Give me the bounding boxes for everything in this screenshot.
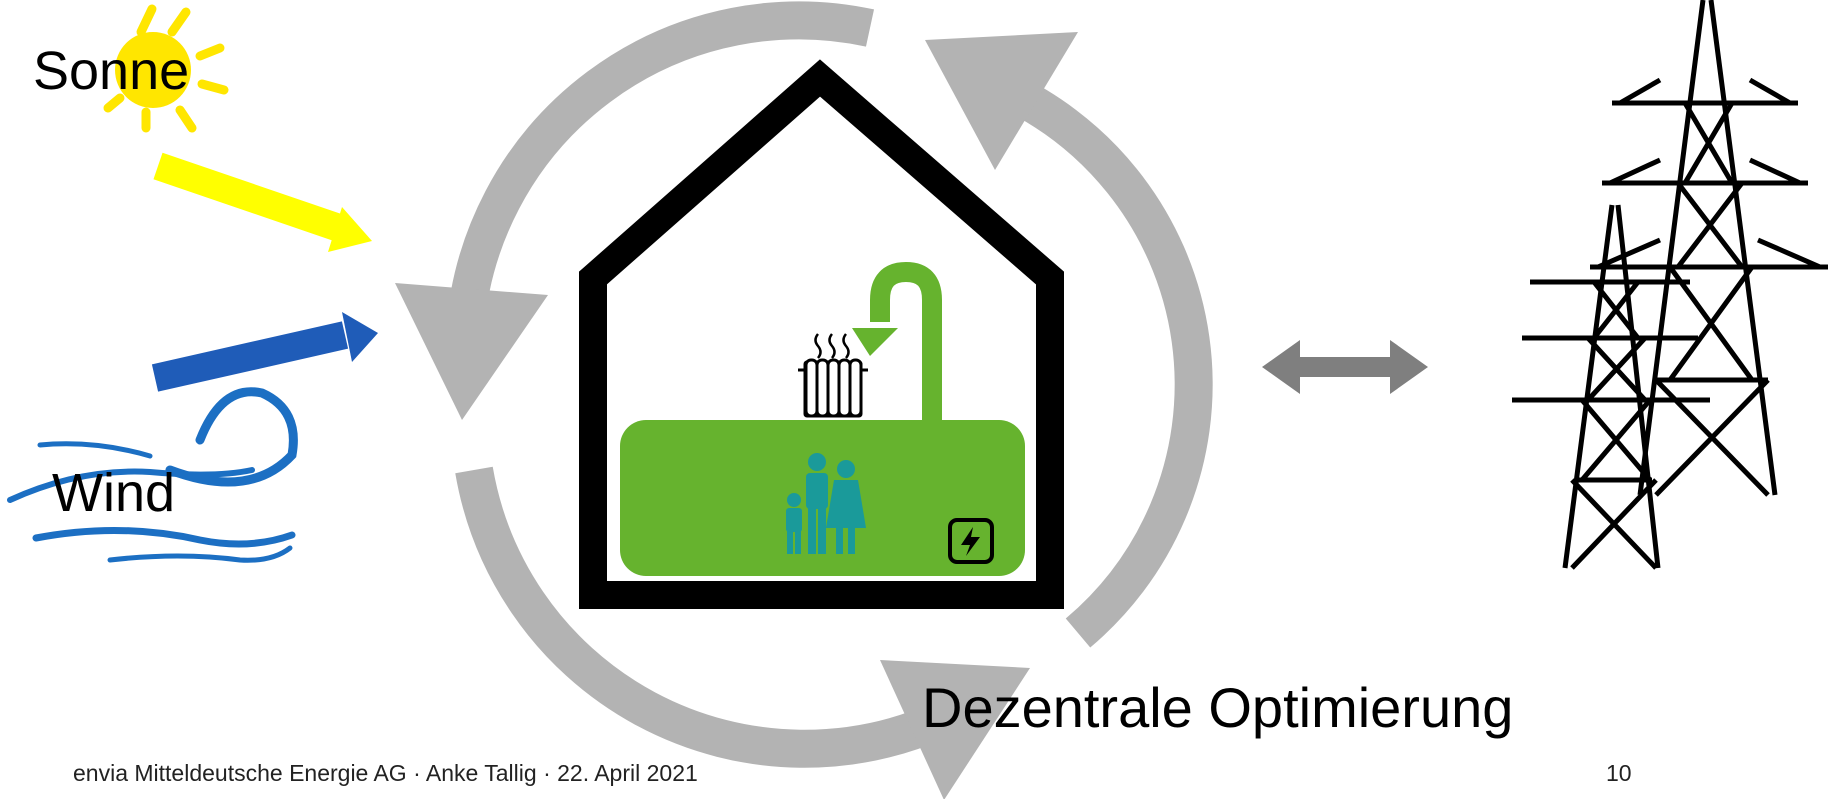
radiator-icon — [798, 333, 868, 418]
wind-label: Wind — [52, 463, 176, 523]
wind-icon — [7, 387, 298, 563]
cycle-arrows-icon — [395, 1, 1213, 800]
sun-arrow-icon — [153, 152, 372, 252]
family-icon — [786, 453, 866, 554]
bidirectional-arrow-icon — [1262, 340, 1428, 394]
house-icon — [579, 59, 1064, 609]
power-pylon-icon — [1512, 0, 1828, 570]
wind-arrow-icon — [151, 312, 378, 392]
battery-icon — [948, 518, 994, 564]
page-number: 10 — [1606, 760, 1632, 786]
slide-footer: envia Mitteldeutsche Energie AG · Anke T… — [73, 760, 698, 786]
diagram-title: Dezentrale Optimierung — [922, 676, 1514, 739]
sun-icon — [103, 4, 229, 133]
sun-label: Sonne — [33, 41, 190, 101]
